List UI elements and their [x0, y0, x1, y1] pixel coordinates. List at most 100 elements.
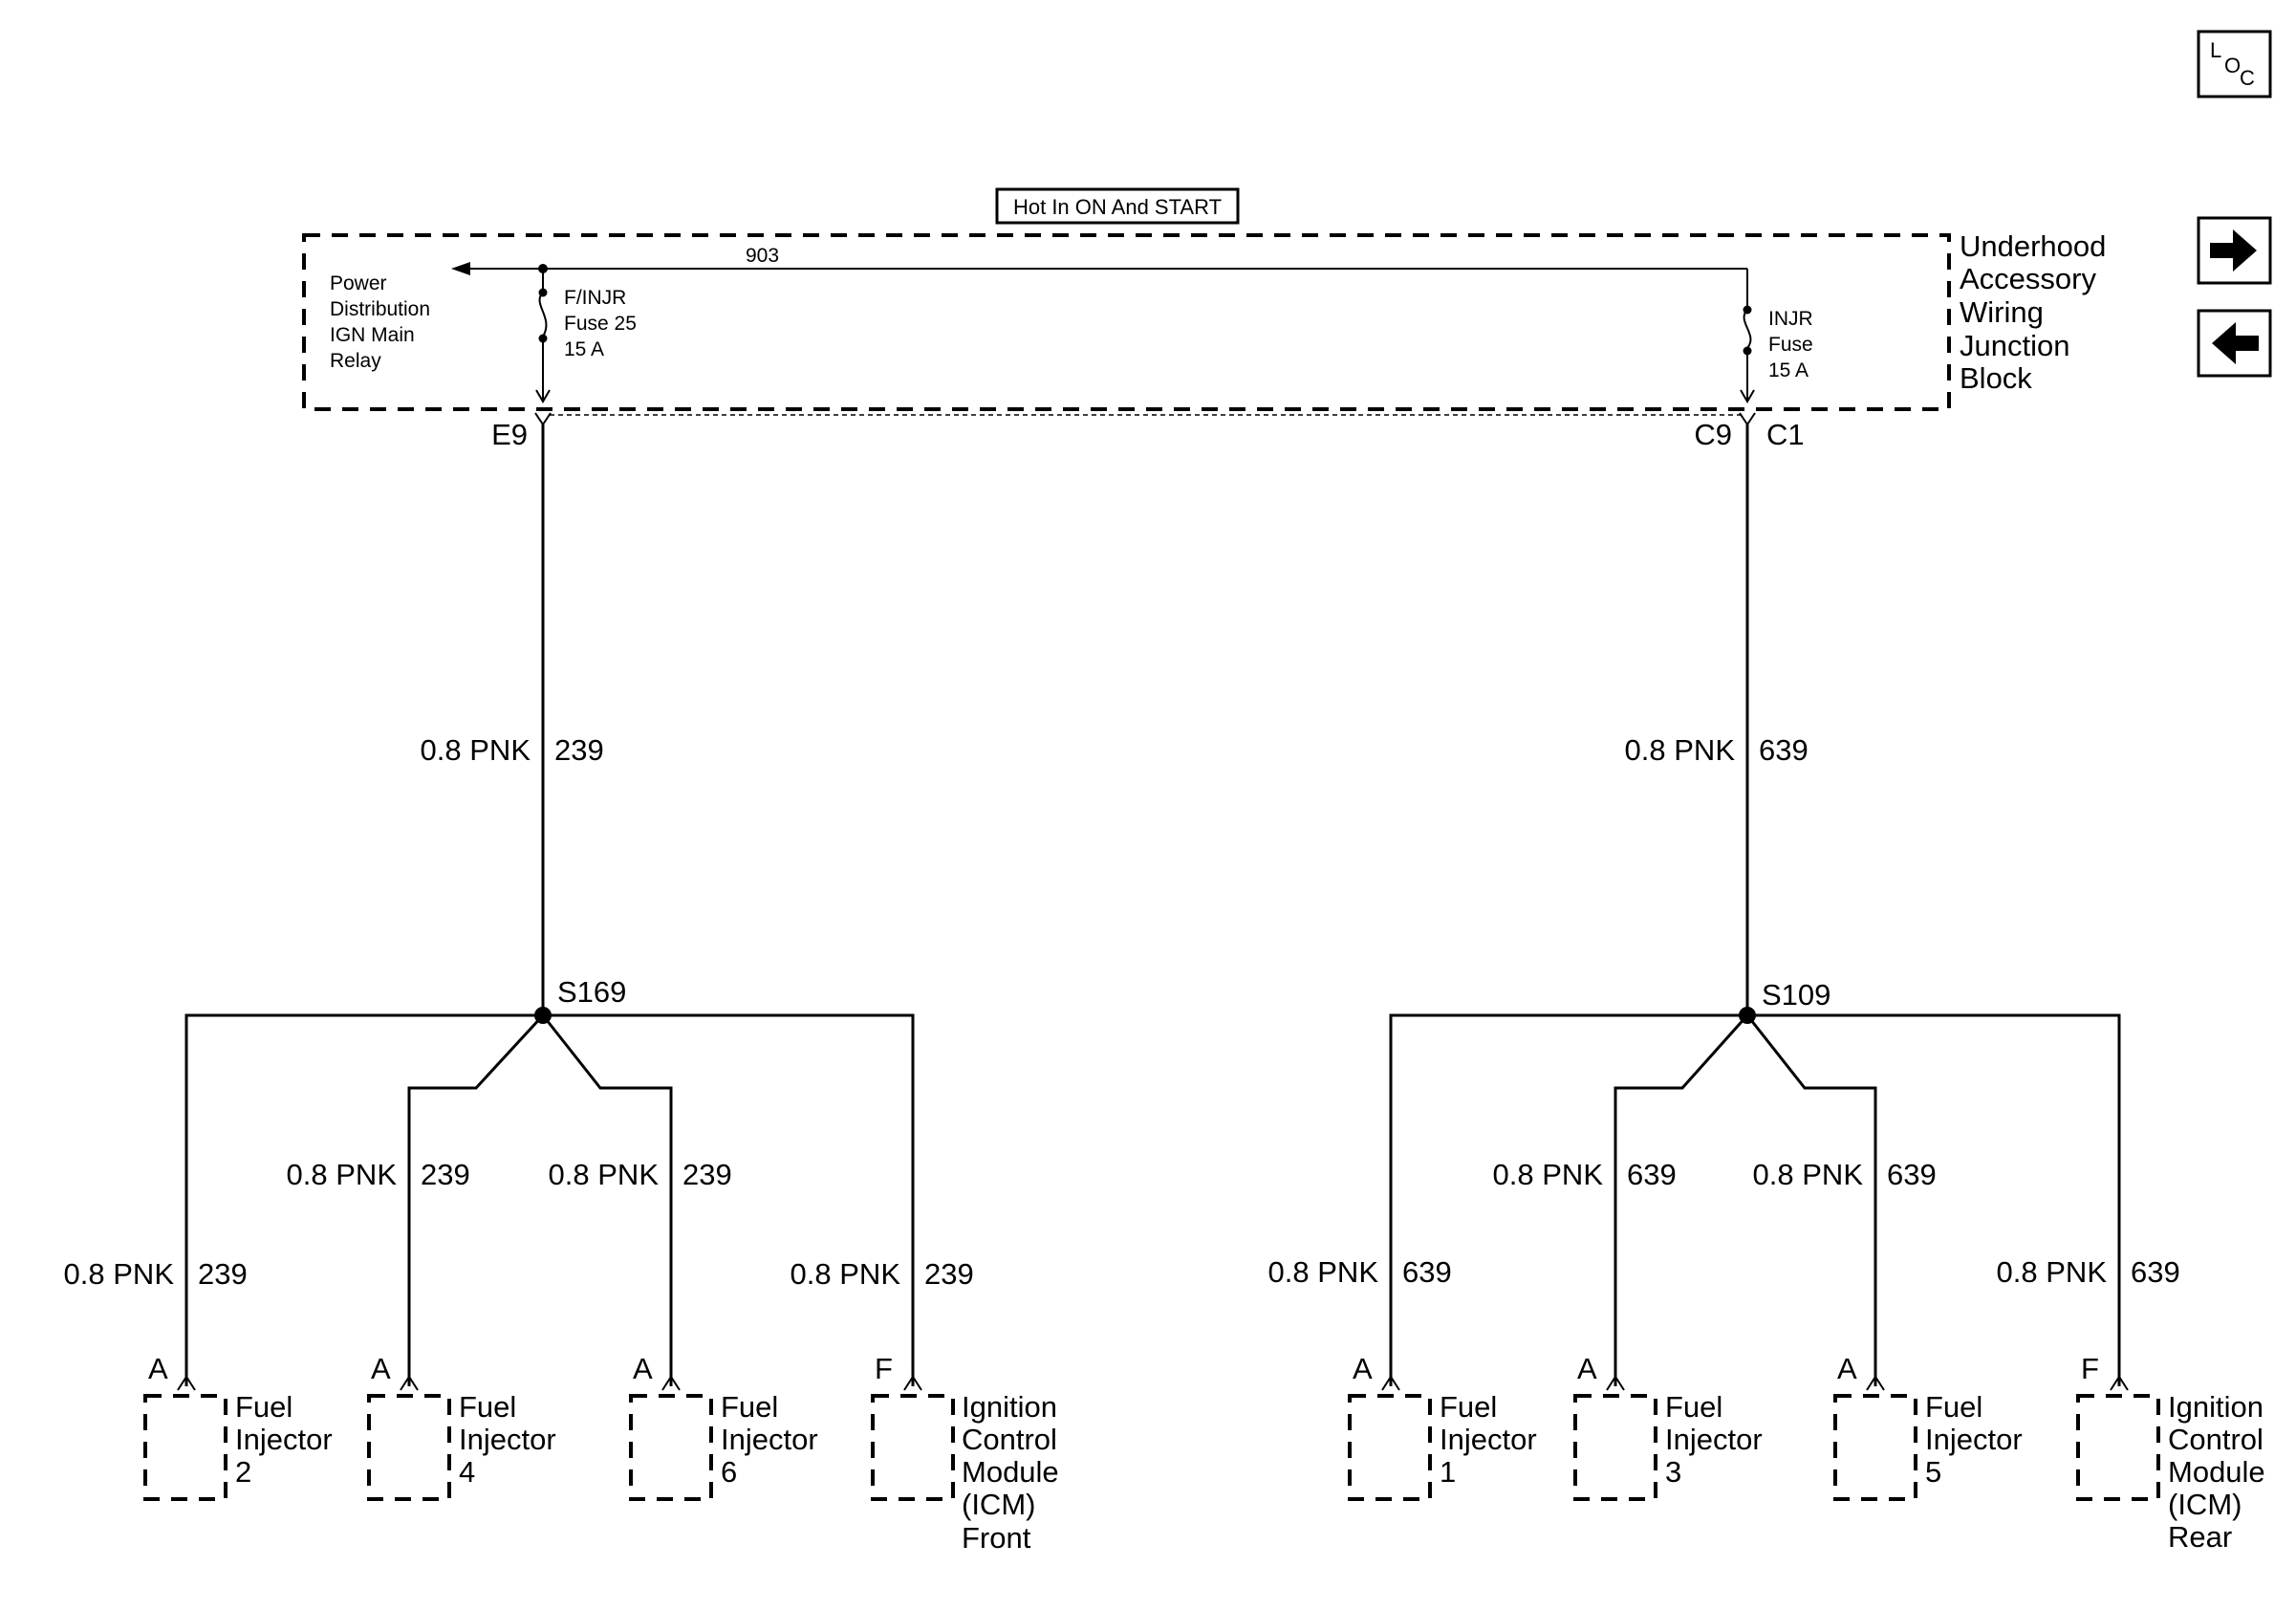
fuel-injector-3-box — [1573, 1394, 1657, 1501]
fuse-f-injr: F/INJR Fuse 25 15 A — [535, 264, 637, 403]
wire-size-label: 0.8 PNK — [64, 1257, 175, 1291]
relay-line-3: IGN Main — [330, 324, 415, 346]
component-line-2: Injector — [1440, 1423, 1537, 1456]
arrow-left-icon — [451, 262, 470, 275]
junction-block-outline — [302, 233, 1951, 411]
left-outer-branches — [184, 1013, 915, 1386]
fuse-left-line-3: 15 A — [564, 338, 604, 360]
left-branch-icm-front: 0.8 PNK 239 F Ignition Control Module (I… — [791, 1257, 1059, 1555]
right-branch-injector-1: 0.8 PNK 639 A Fuel Injector 1 — [1268, 1255, 1537, 1501]
component-line-3: 5 — [1925, 1455, 1941, 1489]
circuit-label: 239 — [682, 1158, 732, 1191]
loc-letter-o: O — [2224, 54, 2241, 77]
right-branch-injector-3: 0.8 PNK 639 A Fuel Injector 3 — [1493, 1158, 1763, 1501]
wire-size-label: 0.8 PNK — [1753, 1158, 1864, 1191]
right-main-wire-circuit: 639 — [1759, 733, 1809, 767]
bus-circuit-label: 903 — [746, 245, 779, 267]
component-line-3: 4 — [459, 1455, 475, 1489]
junction-name-line-1: Underhood — [1960, 229, 2106, 263]
right-branch-injector-5: 0.8 PNK 639 A Fuel Injector 5 — [1753, 1158, 2023, 1501]
component-line-3: 3 — [1665, 1455, 1681, 1489]
junction-name-line-2: Accessory — [1960, 262, 2096, 295]
circuit-label: 639 — [1627, 1158, 1677, 1191]
loc-letter-l: L — [2210, 38, 2221, 62]
relay-line-1: Power — [330, 272, 387, 294]
icm-front-box — [871, 1394, 955, 1501]
component-line-3: Module — [962, 1455, 1059, 1489]
fuse-right-line-2: Fuse — [1768, 334, 1813, 356]
junction-name-line-5: Block — [1960, 361, 2032, 395]
junction-name-line-4: Junction — [1960, 329, 2069, 362]
component-line-3: 2 — [235, 1455, 251, 1489]
arrow-right-icon — [2210, 229, 2257, 272]
junction-block-name: Underhood Accessory Wiring Junction Bloc… — [1960, 229, 2106, 395]
wire-size-label: 0.8 PNK — [549, 1158, 660, 1191]
arrow-left-icon — [2212, 322, 2259, 364]
component-line-2: Injector — [235, 1423, 333, 1456]
component-line-1: Ignition — [2168, 1390, 2264, 1424]
splice-s169-label: S169 — [557, 975, 626, 1009]
left-branch-injector-4: 0.8 PNK 239 A Fuel Injector 4 — [287, 1158, 556, 1501]
left-main-wire-size: 0.8 PNK — [421, 733, 531, 767]
component-line-1: Fuel — [459, 1390, 516, 1424]
circuit-label: 639 — [2131, 1255, 2180, 1289]
wire-size-label: 0.8 PNK — [791, 1257, 901, 1291]
bus-wire-903: 903 — [451, 245, 1748, 296]
connector-e9-label: E9 — [491, 418, 528, 451]
wire-size-label: 0.8 PNK — [1268, 1255, 1379, 1289]
component-line-2: Control — [2168, 1423, 2264, 1456]
left-inner-branches — [407, 1012, 673, 1386]
component-line-5: Rear — [2168, 1520, 2232, 1554]
pin-label: F — [2081, 1352, 2099, 1385]
wire-size-label: 0.8 PNK — [287, 1158, 398, 1191]
component-line-1: Ignition — [962, 1390, 1057, 1424]
pin-label: F — [875, 1352, 893, 1385]
fuel-injector-4-box — [367, 1394, 451, 1501]
component-line-3: 6 — [721, 1455, 737, 1489]
fuel-injector-1-box — [1348, 1394, 1432, 1501]
right-main-wire-size: 0.8 PNK — [1625, 733, 1736, 767]
relay-label: Power Distribution IGN Main Relay — [330, 272, 430, 372]
pin-label: A — [1353, 1352, 1373, 1385]
component-line-1: Fuel — [235, 1390, 292, 1424]
component-line-2: Injector — [1665, 1423, 1763, 1456]
circuit-label: 239 — [198, 1257, 248, 1291]
wire-size-label: 0.8 PNK — [1997, 1255, 2108, 1289]
junction-name-line-3: Wiring — [1960, 295, 2044, 329]
loc-button[interactable]: L O C — [2197, 30, 2272, 98]
pin-label: A — [1837, 1352, 1857, 1385]
pin-label: A — [148, 1352, 168, 1385]
connector-c9-label: C9 — [1694, 418, 1732, 451]
pin-label: A — [1577, 1352, 1597, 1385]
back-button[interactable] — [2197, 309, 2272, 378]
circuit-label: 639 — [1887, 1158, 1937, 1191]
left-branch-injector-2: 0.8 PNK 239 A Fuel Injector 2 — [64, 1257, 333, 1501]
component-line-1: Fuel — [1665, 1390, 1722, 1424]
left-branch-injector-6: 0.8 PNK 239 A Fuel Injector 6 — [549, 1158, 818, 1501]
component-line-5: Front — [962, 1521, 1031, 1555]
left-main-wire-circuit: 239 — [554, 733, 604, 767]
circuit-label: 639 — [1402, 1255, 1452, 1289]
forward-button[interactable] — [2197, 216, 2272, 285]
pin-label: A — [633, 1352, 653, 1385]
circuit-label: 239 — [924, 1257, 974, 1291]
fuse-left-line-2: Fuse 25 — [564, 313, 637, 335]
icm-rear-box — [2076, 1394, 2160, 1501]
component-line-3: Module — [2168, 1455, 2265, 1489]
connector-c9-symbol — [1739, 412, 1756, 426]
component-line-2: Control — [962, 1423, 1057, 1456]
connector-e9-symbol — [534, 412, 552, 426]
component-line-3: 1 — [1440, 1455, 1456, 1489]
fuel-injector-2-box — [143, 1394, 227, 1501]
right-inner-branches — [1614, 1012, 1877, 1386]
wire-size-label: 0.8 PNK — [1493, 1158, 1604, 1191]
right-bank: 0.8 PNK 639 S109 0.8 PNK 639 A Fuel Inje… — [1268, 424, 2265, 1554]
hot-in-label: Hot In ON And START — [995, 187, 1240, 225]
fuel-injector-5-box — [1833, 1394, 1917, 1501]
fuel-injector-6-box — [629, 1394, 713, 1501]
right-outer-branches — [1389, 1013, 2121, 1386]
loc-letter-c: C — [2240, 66, 2255, 90]
left-bank: 0.8 PNK 239 S169 0.8 PNK 239 A Fuel Inje… — [64, 424, 1059, 1555]
right-branch-icm-rear: 0.8 PNK 639 F Ignition Control Module (I… — [1997, 1255, 2265, 1554]
